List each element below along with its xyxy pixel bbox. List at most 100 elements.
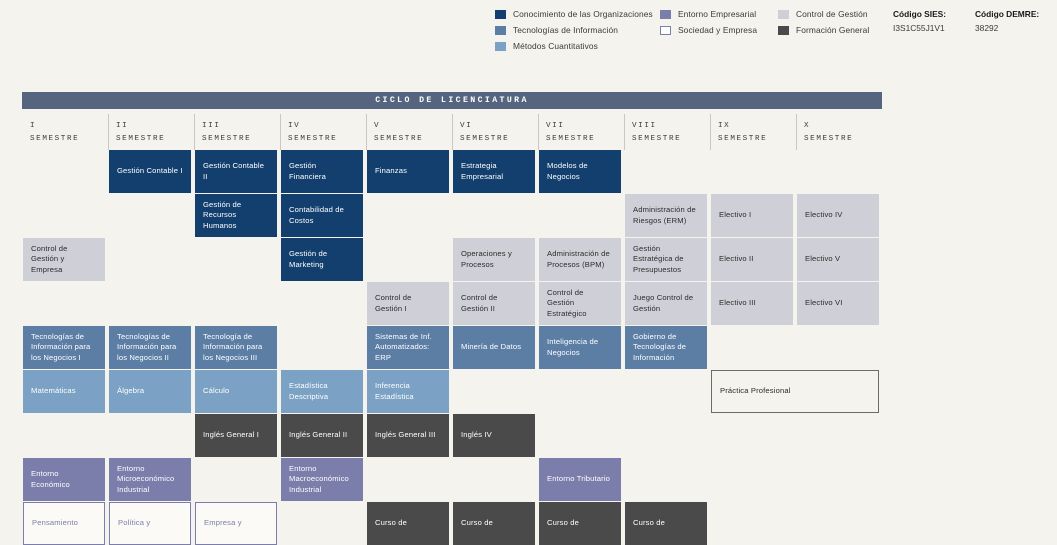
semester-header-vii: VII SEMESTRE [546, 120, 595, 146]
course-cell[interactable]: Inteligencia de Negocios [539, 326, 621, 369]
codigo-demre: Código DEMRE: 38292 [975, 9, 1039, 33]
course-cell[interactable]: Gobierno de Tecnologías de Información [625, 326, 707, 369]
course-cell[interactable]: Álgebra [109, 370, 191, 413]
course-cell[interactable]: Tecnología de Información para los Negoc… [195, 326, 277, 369]
semester-word: SEMESTRE [632, 135, 682, 143]
course-cell[interactable]: Gestión Contable I [109, 150, 191, 193]
course-cell[interactable]: Inglés General I [195, 414, 277, 457]
course-cell[interactable]: Gestión de Marketing [281, 238, 363, 281]
course-cell[interactable]: Curso de [367, 502, 449, 545]
course-cell[interactable]: Gestión Estratégica de Presupuestos [625, 238, 707, 281]
course-cell[interactable]: Gestión de Recursos Humanos [195, 194, 277, 237]
legend-item-control: Control de Gestión [778, 8, 869, 20]
course-cell[interactable]: Electivo I [711, 194, 793, 237]
course-cell[interactable]: Entorno Microeconómico Industrial [109, 458, 191, 501]
legend-item-metod: Métodos Cuantitativos [495, 40, 653, 52]
course-cell[interactable]: Electivo III [711, 282, 793, 325]
legend-item-general: Formación General [778, 24, 869, 36]
course-cell[interactable]: Pensamiento [23, 502, 105, 545]
course-cell[interactable]: Cálculo [195, 370, 277, 413]
course-cell[interactable]: Tecnologías de Información para los Nego… [23, 326, 105, 369]
semester-roman: V [374, 122, 381, 130]
semester-word: SEMESTRE [202, 135, 252, 143]
course-cell[interactable]: Estadística Descriptiva [281, 370, 363, 413]
course-cell[interactable]: Inferencia Estadística [367, 370, 449, 413]
semester-roman: II [116, 122, 129, 130]
course-cell[interactable]: Electivo V [797, 238, 879, 281]
course-cell[interactable]: Operaciones y Procesos [453, 238, 535, 281]
course-cell[interactable]: Estrategia Empresarial [453, 150, 535, 193]
course-label: Curso de [461, 518, 494, 528]
course-label: Control de Gestión II [461, 293, 498, 313]
course-label: Empresa y [204, 518, 242, 528]
course-cell[interactable]: Juego Control de Gestión [625, 282, 707, 325]
course-cell[interactable]: Contabilidad de Costos [281, 194, 363, 237]
course-label: Electivo V [805, 254, 841, 264]
course-label: Control de Gestión Estratégico [547, 287, 587, 318]
course-label: Administración de Riesgos (ERM) [633, 205, 696, 225]
course-cell[interactable]: Matemáticas [23, 370, 105, 413]
semester-word: SEMESTRE [718, 135, 768, 143]
course-label: Matemáticas [31, 386, 76, 396]
course-cell[interactable]: Gestión Financiera [281, 150, 363, 193]
course-cell[interactable]: Entorno Económico [23, 458, 105, 501]
course-label: Tecnologías de Información para los Nego… [117, 331, 177, 362]
legend-item-sociedad: Sociedad y Empresa [660, 24, 757, 36]
course-cell[interactable]: Gestión Contable II [195, 150, 277, 193]
column-separator [280, 114, 281, 150]
course-cell[interactable]: Control de Gestión y Empresa [23, 238, 105, 281]
course-label: Entorno Económico [31, 469, 70, 489]
codigo-sies-value: I3S1C55J1V1 [893, 23, 945, 33]
course-cell[interactable]: Tecnologías de Información para los Nego… [109, 326, 191, 369]
semester-roman: VII [546, 122, 565, 130]
course-cell[interactable]: Curso de [625, 502, 707, 545]
course-cell[interactable]: Control de Gestión Estratégico [539, 282, 621, 325]
course-cell[interactable]: Modelos de Negocios [539, 150, 621, 193]
course-label: Entorno Macroeconómico Industrial [289, 463, 349, 494]
legend-swatch-metod-icon [495, 41, 506, 51]
course-cell[interactable]: Empresa y [195, 502, 277, 545]
course-cell[interactable]: Control de Gestión I [367, 282, 449, 325]
course-cell[interactable]: Política y [109, 502, 191, 545]
course-cell[interactable]: Electivo II [711, 238, 793, 281]
legend-item-entorno: Entorno Empresarial [660, 8, 757, 20]
course-cell[interactable]: Inglés General II [281, 414, 363, 457]
practica-profesional-cell[interactable]: Práctica Profesional [711, 370, 879, 413]
legend-label-conoc: Conocimiento de las Organizaciones [513, 9, 653, 19]
course-cell[interactable]: Inglés IV [453, 414, 535, 457]
legend-label-metod: Métodos Cuantitativos [513, 41, 598, 51]
course-label: Cálculo [203, 386, 230, 396]
course-cell[interactable]: Electivo IV [797, 194, 879, 237]
course-cell[interactable]: Curso de [453, 502, 535, 545]
course-label: Inteligencia de Negocios [547, 337, 599, 357]
semester-word: SEMESTRE [116, 135, 166, 143]
semester-roman: VI [460, 122, 473, 130]
course-cell[interactable]: Administración de Procesos (BPM) [539, 238, 621, 281]
course-cell[interactable]: Minería de Datos [453, 326, 535, 369]
course-cell[interactable]: Finanzas [367, 150, 449, 193]
legend-item-tecno: Tecnologías de Información [495, 24, 653, 36]
course-cell[interactable]: Sistemas de Inf. Automatizados: ERP [367, 326, 449, 369]
course-cell[interactable]: Curso de [539, 502, 621, 545]
legend-label-general: Formación General [796, 25, 870, 35]
course-cell[interactable]: Entorno Tributario [539, 458, 621, 501]
course-label: Inglés General II [289, 430, 348, 440]
course-label: Gobierno de Tecnologías de Información [633, 331, 687, 362]
course-label: Curso de [547, 518, 580, 528]
course-label: Administración de Procesos (BPM) [547, 249, 610, 269]
course-cell[interactable]: Entorno Macroeconómico Industrial [281, 458, 363, 501]
course-cell[interactable]: Electivo VI [797, 282, 879, 325]
semester-word: SEMESTRE [546, 135, 596, 143]
course-label: Tecnologías de Información para los Nego… [31, 331, 91, 362]
course-cell[interactable]: Administración de Riesgos (ERM) [625, 194, 707, 237]
course-cell[interactable]: Control de Gestión II [453, 282, 535, 325]
course-cell[interactable]: Inglés General III [367, 414, 449, 457]
